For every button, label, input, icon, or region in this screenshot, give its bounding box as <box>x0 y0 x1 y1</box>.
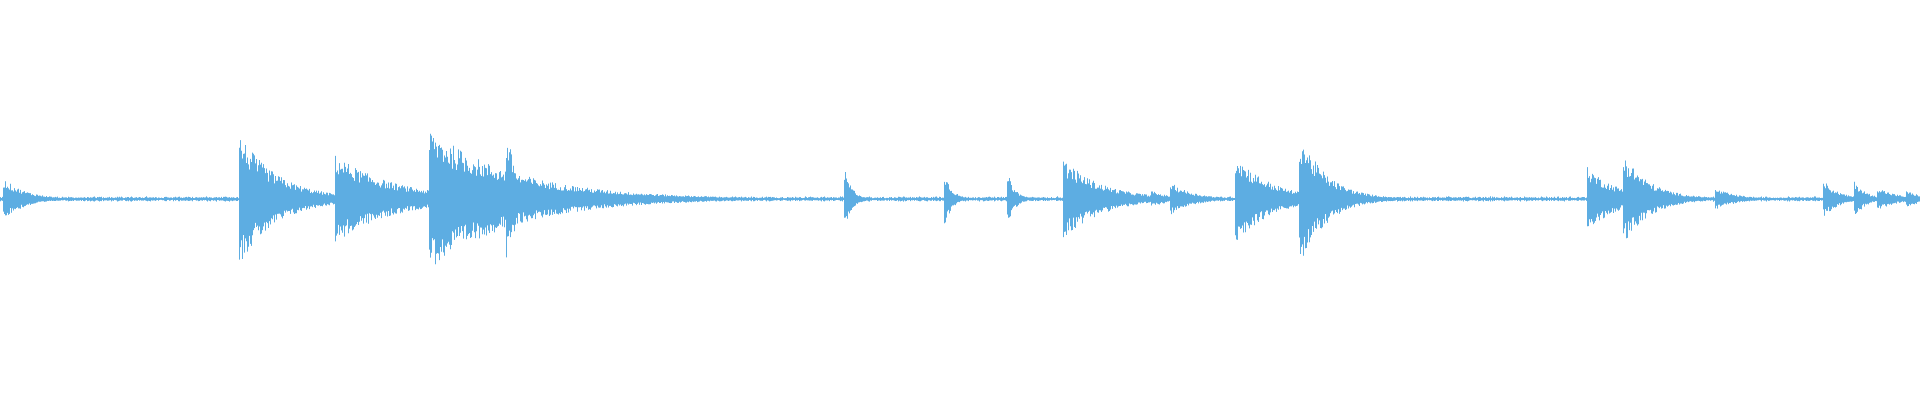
waveform-amplitude-path <box>0 133 1920 265</box>
waveform-trace <box>0 133 1920 265</box>
